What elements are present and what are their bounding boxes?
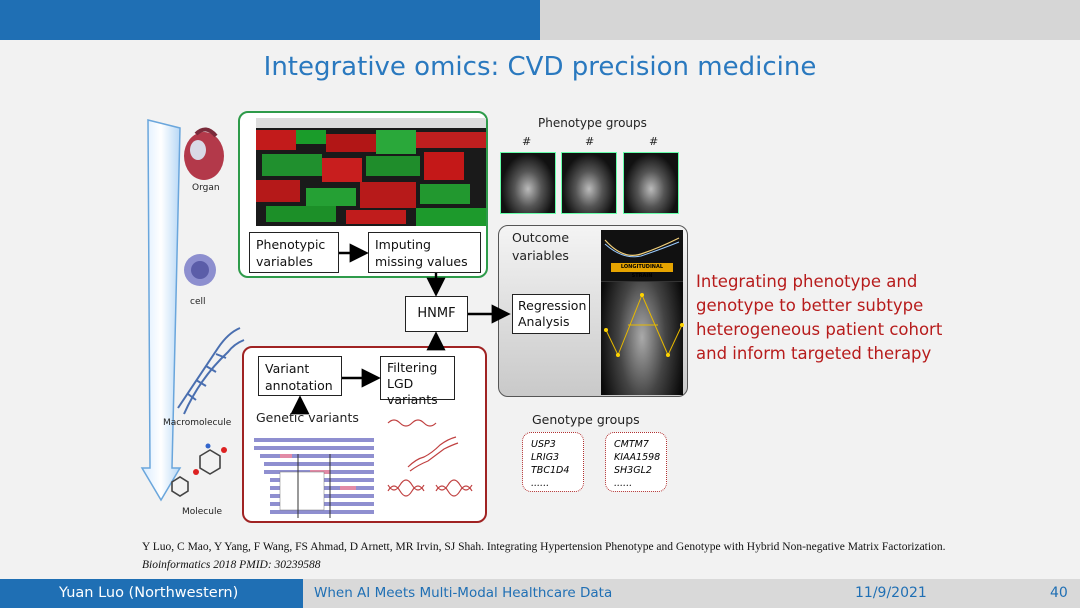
gene-kiaa1598: KIAA1598 <box>614 452 661 463</box>
hash-mark-3: # <box>649 135 659 148</box>
echo-image-2 <box>561 152 617 214</box>
genotype-group-2: CMTM7 KIAA1598 SH3GL2 ...... <box>605 432 667 492</box>
gene-tbc1d4: TBC1D4 <box>531 465 570 476</box>
imputing-missing-values-box: Imputing missing values <box>368 232 481 273</box>
scale-label-molecule: Molecule <box>182 507 222 517</box>
citation-journal: Bioinformatics 2018 PMID: 30239588 <box>142 559 321 571</box>
slide-title: Integrative omics: CVD precision medicin… <box>263 52 817 82</box>
footer-author: Yuan Luo (Northwestern) <box>59 585 239 601</box>
highlight-text: Integrating phenotype and genotype to be… <box>696 272 943 363</box>
strain-curve <box>604 237 680 258</box>
heart-icon <box>184 127 224 180</box>
citation: Y Luo, C Mao, Y Yang, F Wang, FS Ahmad, … <box>142 538 962 574</box>
scale-diagram <box>140 119 245 502</box>
longitudinal-strain-label: LONGITUDINAL STRAIN <box>611 263 673 279</box>
regression-analysis-box: Regression Analysis <box>512 294 590 334</box>
genotype-group-1: USP3 LRIG3 TBC1D4 ...... <box>522 432 584 492</box>
footer-date: 11/9/2021 <box>855 585 927 601</box>
strain-vectors <box>604 293 684 357</box>
top-bar-gray <box>540 0 1080 40</box>
scale-label-organ: Organ <box>192 183 220 193</box>
scale-label-cell: cell <box>190 297 206 307</box>
gene-sh3gl2: SH3GL2 <box>614 465 652 476</box>
phenotypic-variables-box: Phenotypic variables <box>249 232 339 273</box>
echo-image-1 <box>500 152 556 214</box>
cell-icon <box>184 254 216 286</box>
echo-image-3 <box>623 152 679 214</box>
phenotype-groups-label: Phenotype groups <box>538 116 647 130</box>
outcome-variables-label: Outcome variables <box>512 230 570 263</box>
genotype-groups-label: Genotype groups <box>532 412 640 427</box>
gene-cmtm7: CMTM7 <box>614 439 649 450</box>
filtering-lgd-box: Filtering LGD variants <box>380 356 455 407</box>
scale-label-macromolecule: Macromolecule <box>163 418 232 428</box>
hash-mark-1: # <box>522 135 532 148</box>
gene-usp3: USP3 <box>531 439 556 450</box>
genetic-variants-label: Genetic variants <box>256 410 359 425</box>
top-bar-accent <box>0 0 540 40</box>
scale-arrow <box>140 119 182 502</box>
molecule-icon <box>171 443 227 497</box>
phenotype-heatmap <box>256 118 486 226</box>
genetic-variants-image <box>250 432 378 520</box>
gene-lrig3: LRIG3 <box>531 452 560 463</box>
gene-ellipsis-1: ...... <box>531 478 550 489</box>
dna-icon <box>177 327 245 415</box>
footer-author-block <box>0 579 303 608</box>
footer-talk-title: When AI Meets Multi-Modal Healthcare Dat… <box>314 585 613 601</box>
hash-mark-2: # <box>585 135 595 148</box>
dna-fragments-image <box>387 419 473 497</box>
citation-authors-title: Y Luo, C Mao, Y Yang, F Wang, FS Ahmad, … <box>142 541 946 553</box>
variant-annotation-box: Variant annotation <box>258 356 342 396</box>
gene-ellipsis-2: ...... <box>614 478 633 489</box>
footer-page-number: 40 <box>1050 585 1068 601</box>
